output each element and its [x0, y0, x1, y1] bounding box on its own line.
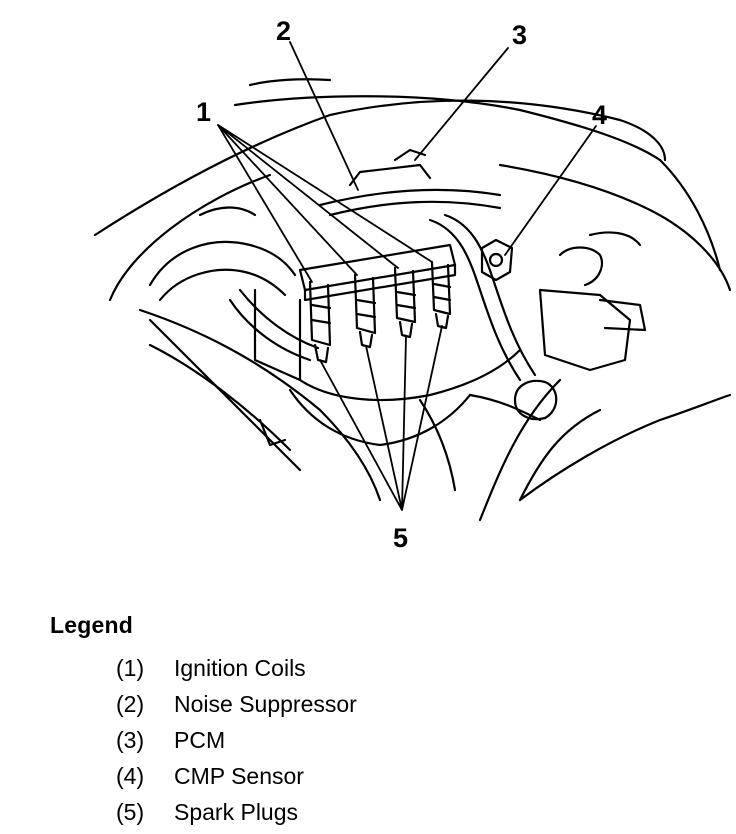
ignition-coil	[308, 280, 332, 347]
cmp-sensor	[480, 238, 514, 282]
callout-3: 3	[512, 20, 527, 50]
leader-line-4	[504, 125, 597, 256]
legend-item-code: (4)	[116, 762, 145, 789]
legend-item: (4) CMP Sensor	[116, 758, 357, 794]
legend-item-label: Ignition Coils	[174, 654, 306, 681]
ignition-coil	[430, 260, 452, 316]
engine-compartment-diagram: 1 2 3 4 5	[93, 16, 732, 553]
ignition-coil	[393, 266, 417, 324]
hood-outline	[93, 99, 667, 237]
engine-illustration: 1 2 3 4 5	[93, 16, 732, 553]
legend-item-label: PCM	[174, 726, 226, 753]
callout-1: 1	[196, 97, 211, 127]
leader-line-3	[414, 47, 509, 161]
leader-line-1	[217, 124, 433, 283]
legend-item-label: Noise Suppressor	[174, 690, 357, 717]
legend-item-label: CMP Sensor	[174, 762, 304, 789]
ignition-coil	[353, 273, 377, 335]
legend-item-code: (1)	[116, 654, 145, 681]
legend-item-code: (2)	[116, 690, 145, 717]
leader-line-2	[289, 41, 359, 191]
legend-item-label: Spark Plugs	[174, 798, 299, 825]
callout-4: 4	[592, 100, 607, 130]
legend-item: (2) Noise Suppressor	[116, 686, 357, 722]
legend-list: (1) Ignition Coils (2) Noise Suppressor …	[116, 650, 357, 830]
legend-item: (1) Ignition Coils	[116, 650, 357, 686]
callout-2: 2	[276, 16, 291, 46]
leader-line-5	[319, 325, 443, 511]
legend-item-code: (5)	[116, 798, 145, 825]
legend-item: (5) Spark Plugs	[116, 794, 357, 830]
legend-title: Legend	[50, 612, 133, 638]
legend-item-code: (3)	[116, 726, 145, 753]
legend-item: (3) PCM	[116, 722, 357, 758]
callout-5: 5	[393, 523, 408, 553]
